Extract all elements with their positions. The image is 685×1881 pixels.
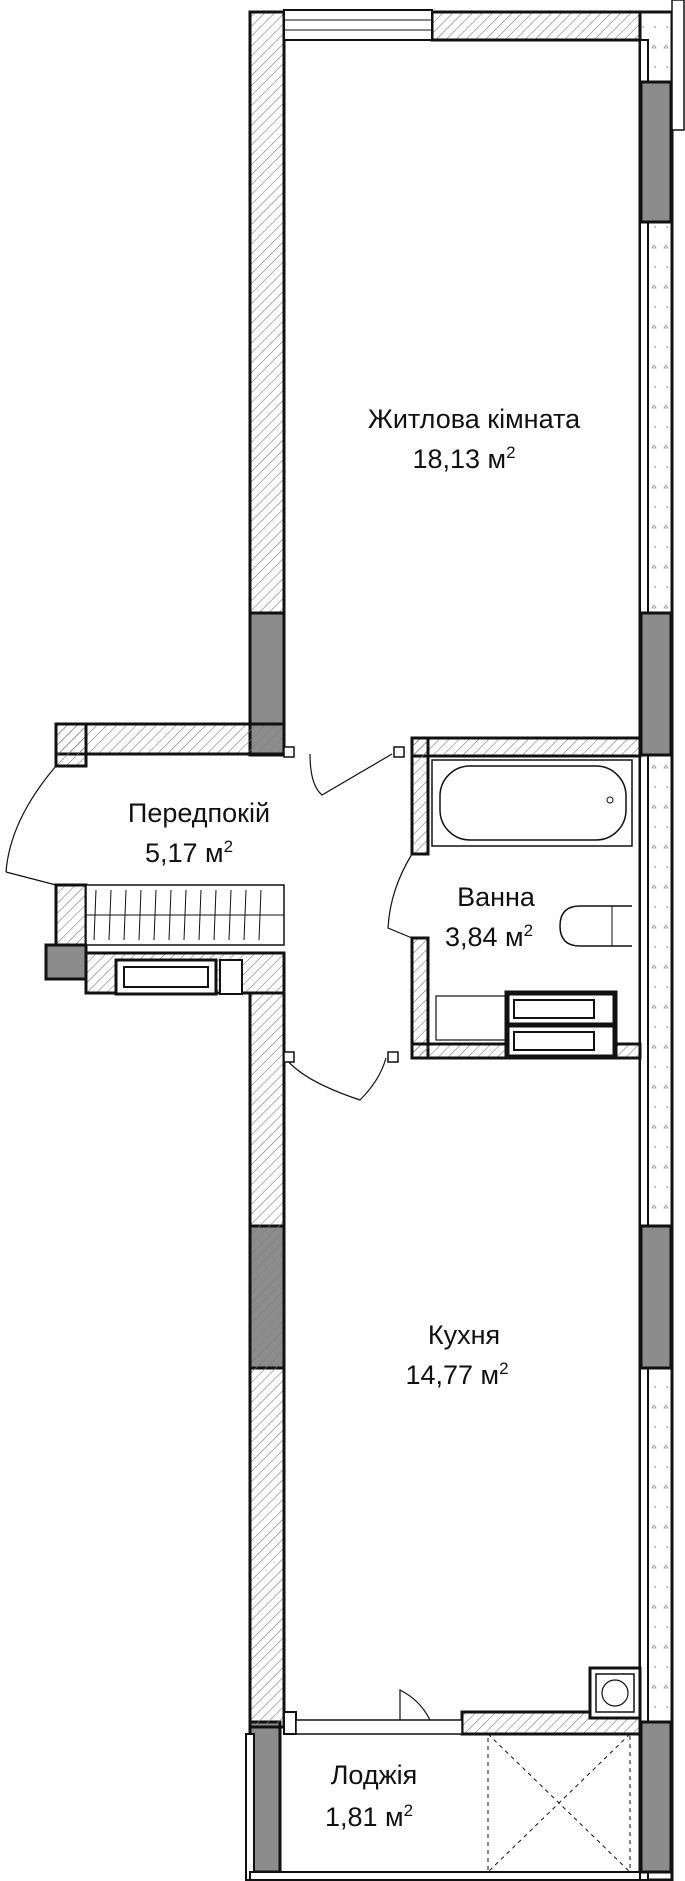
room-name-living: Житлова кімната — [368, 404, 581, 434]
wall-kitchen-bottom-left — [283, 1711, 297, 1735]
room-area-sup-kitchen: 2 — [499, 1359, 508, 1378]
hanger-line — [213, 889, 217, 941]
room-area-bath: 3,84 м — [445, 922, 524, 952]
wall-bath-top — [410, 736, 642, 758]
column-right-3 — [639, 1224, 673, 1370]
bathtub — [431, 759, 633, 847]
loggia-left-wall — [245, 1733, 255, 1881]
room-area-loggia: 1,81 м — [325, 1802, 404, 1832]
window-top — [283, 9, 433, 41]
door-living — [283, 746, 405, 796]
room-area-kitchen: 14,77 м — [405, 1360, 499, 1390]
vent-shaft-2 — [219, 959, 243, 995]
column-right-1 — [639, 80, 673, 224]
wall-hall-top — [54, 722, 286, 756]
room-area-sup-bath: 2 — [524, 921, 533, 940]
balcony-door — [295, 1689, 463, 1735]
room-name-bath: Ванна — [457, 882, 536, 912]
hanger-line — [108, 889, 112, 941]
wall-hall-left-corner — [44, 943, 88, 981]
loggia-bottom-wall — [249, 1871, 641, 1881]
hanger-line — [243, 889, 247, 941]
wall-top-right — [430, 10, 674, 42]
wall-hall-left-low — [54, 883, 88, 955]
room-name-loggia: Лоджія — [331, 1760, 418, 1790]
wall-left-kitchen — [248, 991, 286, 1729]
room-area-sup-hall: 2 — [224, 837, 233, 856]
wall-hall-top-end — [54, 722, 88, 768]
room-name-kitchen: Кухня — [428, 1320, 500, 1350]
vent-shaft-bath-2-inner — [513, 1031, 595, 1051]
wall-bath-left-bottom — [410, 936, 430, 1060]
svg-text:14,77 м2: 14,77 м2 — [405, 1359, 508, 1390]
door-bath — [387, 853, 413, 939]
column-right-4 — [639, 1720, 673, 1874]
washbasin — [559, 905, 632, 947]
column-right-2 — [639, 611, 673, 757]
room-area-sup-loggia: 2 — [404, 1801, 413, 1820]
hanger-line — [153, 889, 157, 941]
loggia-ac-unit — [487, 1733, 631, 1873]
boiler — [588, 1666, 642, 1720]
svg-text:1,81 м2: 1,81 м2 — [325, 1801, 413, 1832]
room-label-hall: Передпокій 5,17 м2 — [128, 798, 270, 868]
hanger-line — [168, 889, 172, 941]
wall-bath-left-top — [410, 736, 430, 856]
room-name-hall: Передпокій — [128, 798, 270, 828]
hanger-line — [183, 889, 187, 941]
svg-text:5,17 м2: 5,17 м2 — [145, 837, 233, 868]
entrance-door — [5, 765, 57, 886]
hanger-line — [123, 889, 127, 941]
corner-detail — [671, 0, 685, 131]
room-label-kitchen: Кухня 14,77 м2 — [405, 1320, 508, 1390]
wall-right-inner — [639, 39, 649, 1881]
room-label-living: Житлова кімната 18,13 м2 — [368, 404, 581, 474]
washing-machine — [435, 995, 507, 1041]
hanger-line — [93, 889, 97, 941]
door-kitchen — [283, 1051, 399, 1101]
room-label-loggia: Лоджія 1,81 м2 — [325, 1760, 417, 1832]
room-label-bath: Ванна 3,84 м2 — [445, 882, 536, 952]
room-area-sup-living: 2 — [506, 443, 515, 462]
vent-shaft-bath-1-inner — [513, 999, 595, 1019]
room-area-hall: 5,17 м — [145, 838, 224, 868]
wardrobe-hangers — [93, 889, 262, 941]
hanger-line — [258, 889, 262, 941]
room-area-living: 18,13 м — [412, 444, 506, 474]
svg-text:3,84 м2: 3,84 м2 — [445, 921, 533, 952]
hanger-line — [228, 889, 232, 941]
hanger-line — [198, 889, 202, 941]
svg-text:18,13 м2: 18,13 м2 — [412, 443, 515, 474]
vent-shaft-1-inner — [123, 966, 209, 988]
hanger-line — [138, 889, 142, 941]
